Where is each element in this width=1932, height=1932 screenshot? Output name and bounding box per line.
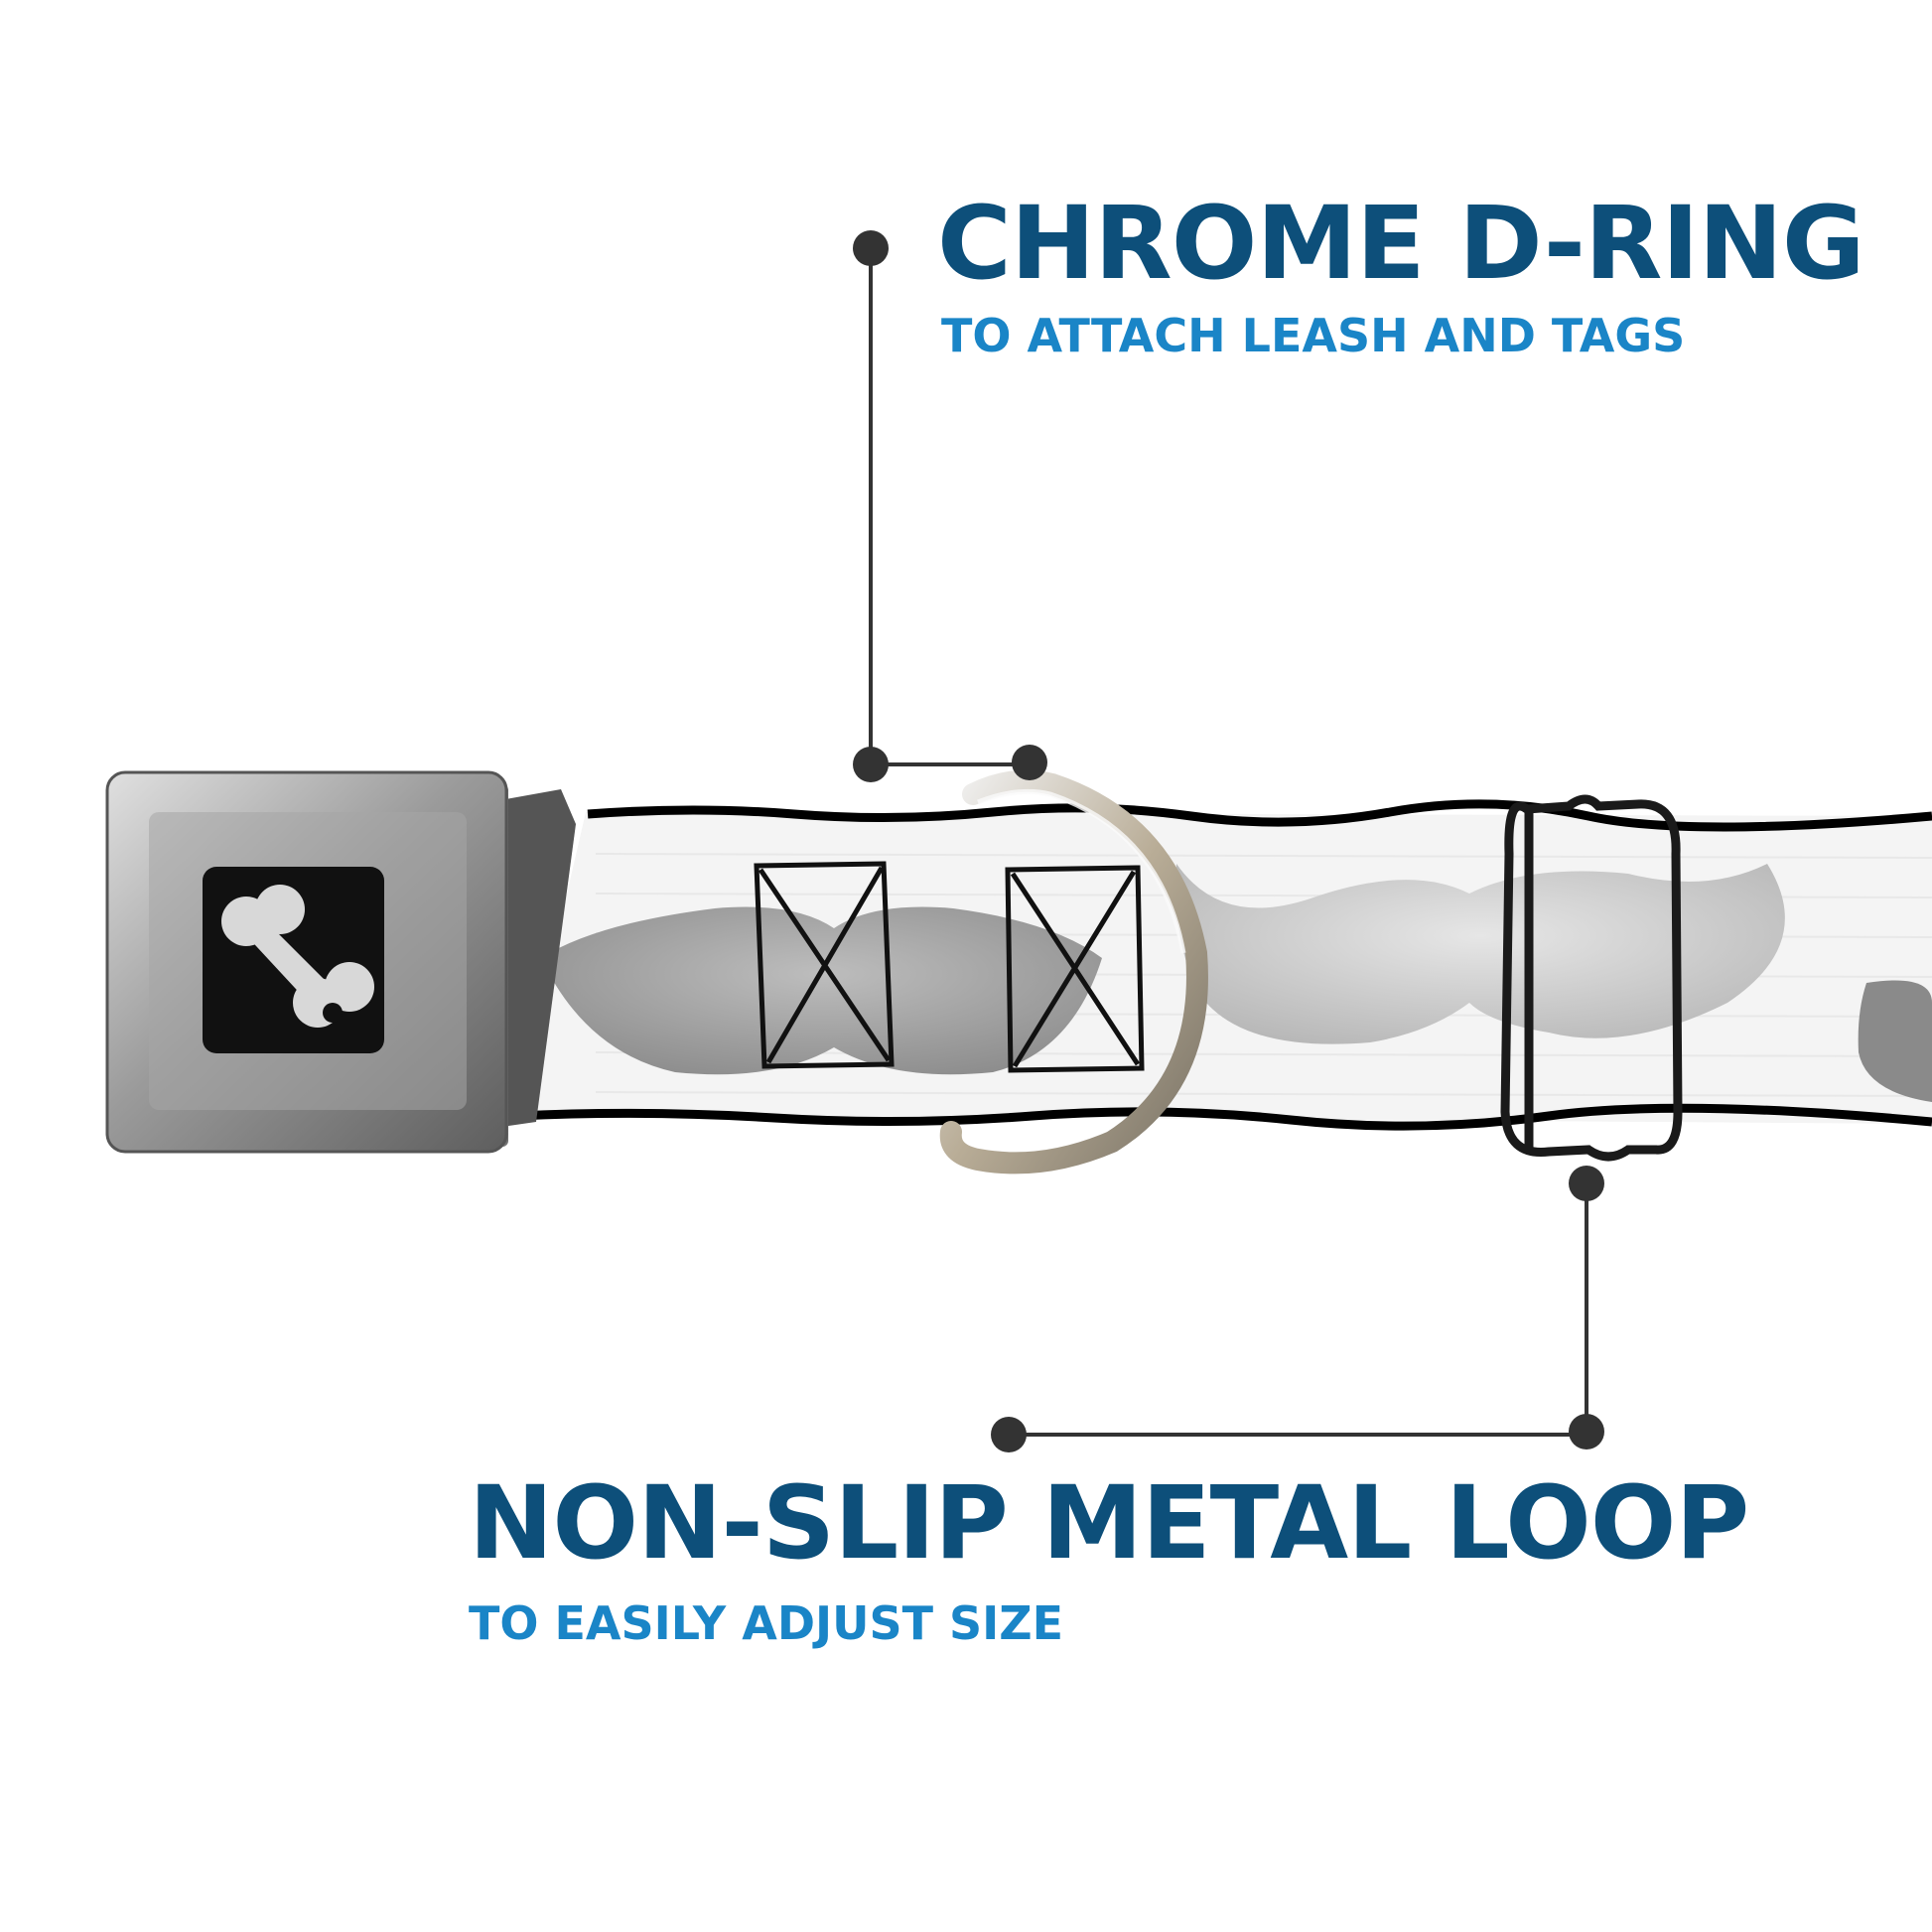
leader-dot [1569,1166,1604,1201]
leader-dot [853,230,889,266]
strap-top-edge [587,799,1932,832]
loop-leader [991,1166,1604,1452]
leader-dot [991,1417,1027,1452]
chrome-d-ring[interactable] [939,769,1208,1174]
strap-bottom-edge [515,1103,1932,1131]
metal-loop-slider[interactable] [1500,794,1683,1162]
box-x-icon [754,861,895,1069]
d-ring-subtitle: TO ATTACH LEASH AND TAGS [941,309,1686,362]
loop-subtitle: TO EASILY ADJUST SIZE [469,1596,1064,1650]
seatbelt-buckle[interactable] [105,770,576,1154]
bone-icon [221,885,374,1028]
leader-dot [853,747,889,782]
mustache-graphic-partial [1858,980,1932,1102]
d-ring-leader [853,230,1047,782]
leader-dot [1012,745,1047,780]
mustache-graphic-light [1175,864,1785,1044]
loop-title: NON-SLIP METAL LOOP [469,1464,1749,1583]
mustache-graphic-dark [541,906,1102,1075]
leader-dot [1569,1414,1604,1449]
d-ring-title: CHROME D-RING [937,185,1865,303]
box-x-icon [1005,865,1145,1073]
